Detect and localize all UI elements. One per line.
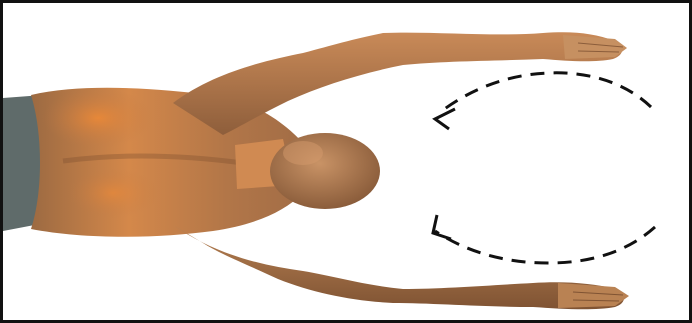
- figure-illustration: [3, 3, 689, 320]
- arrow-upper: [439, 73, 651, 113]
- arrow-lower-head: [433, 215, 451, 239]
- shoulder-highlight-lower: [68, 168, 158, 218]
- arm-upper: [173, 32, 622, 135]
- arrow-lower: [435, 227, 655, 263]
- arrow-upper-head: [435, 109, 455, 129]
- arm-lower: [173, 225, 624, 309]
- shoulder-highlight: [43, 88, 153, 148]
- head: [270, 133, 380, 209]
